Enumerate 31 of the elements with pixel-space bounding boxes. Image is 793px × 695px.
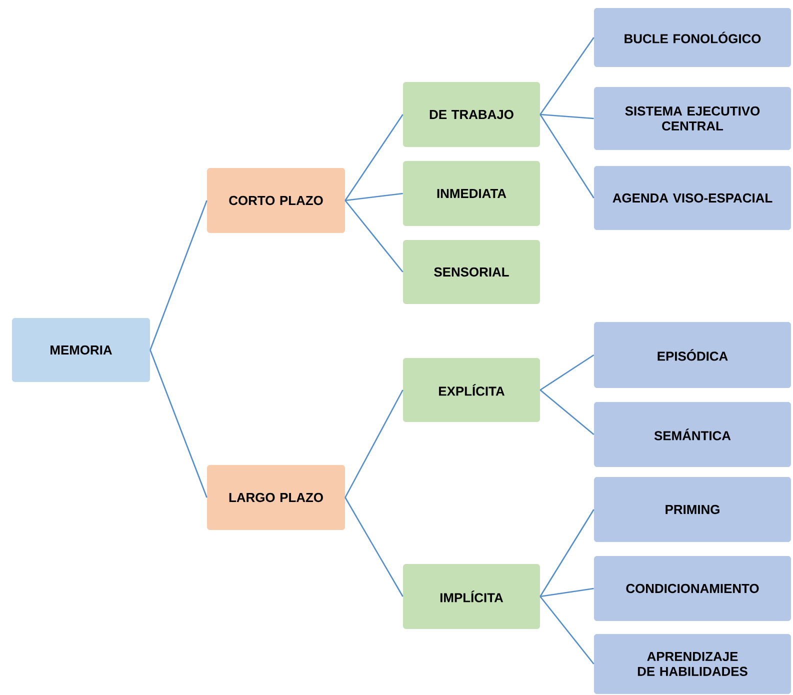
concept-box: IMPLÍCITA <box>403 564 540 629</box>
connector-line <box>344 390 404 498</box>
connector-line <box>540 114 594 120</box>
concept-box: SEMÁNTICA <box>594 402 791 467</box>
connector-line <box>540 588 594 598</box>
connector-line <box>345 192 403 202</box>
connector-line <box>344 497 404 597</box>
concept-box: BUCLE FONOLÓGICO <box>594 8 791 67</box>
concept-box: AGENDA VISO-ESPACIAL <box>594 166 791 230</box>
connector-line <box>540 37 594 115</box>
concept-box: DE TRABAJO <box>403 82 540 147</box>
connector-line <box>344 114 404 201</box>
connector-line <box>540 354 594 391</box>
concept-box: SISTEMA EJECUTIVO CENTRAL <box>594 87 791 150</box>
connector-line <box>540 114 594 198</box>
connector-line <box>540 509 594 597</box>
concept-box: EXPLÍCITA <box>403 358 540 422</box>
concept-box: LARGO PLAZO <box>207 465 345 530</box>
concept-box: CONDICIONAMIENTO <box>594 556 791 621</box>
connector-line <box>150 200 208 350</box>
connector-line <box>344 200 404 272</box>
concept-box: EPISÓDICA <box>594 322 791 388</box>
concept-box: INMEDIATA <box>403 161 540 226</box>
concept-box: MEMORIA <box>12 318 150 382</box>
concept-box: CORTO PLAZO <box>207 168 345 233</box>
connector-line <box>540 596 594 664</box>
concept-box: APRENDIZAJE DE HABILIDADES <box>594 634 791 694</box>
connector-line <box>540 390 594 435</box>
concept-box: SENSORIAL <box>403 240 540 304</box>
connector-line <box>150 350 208 498</box>
concept-box: PRIMING <box>594 477 791 542</box>
